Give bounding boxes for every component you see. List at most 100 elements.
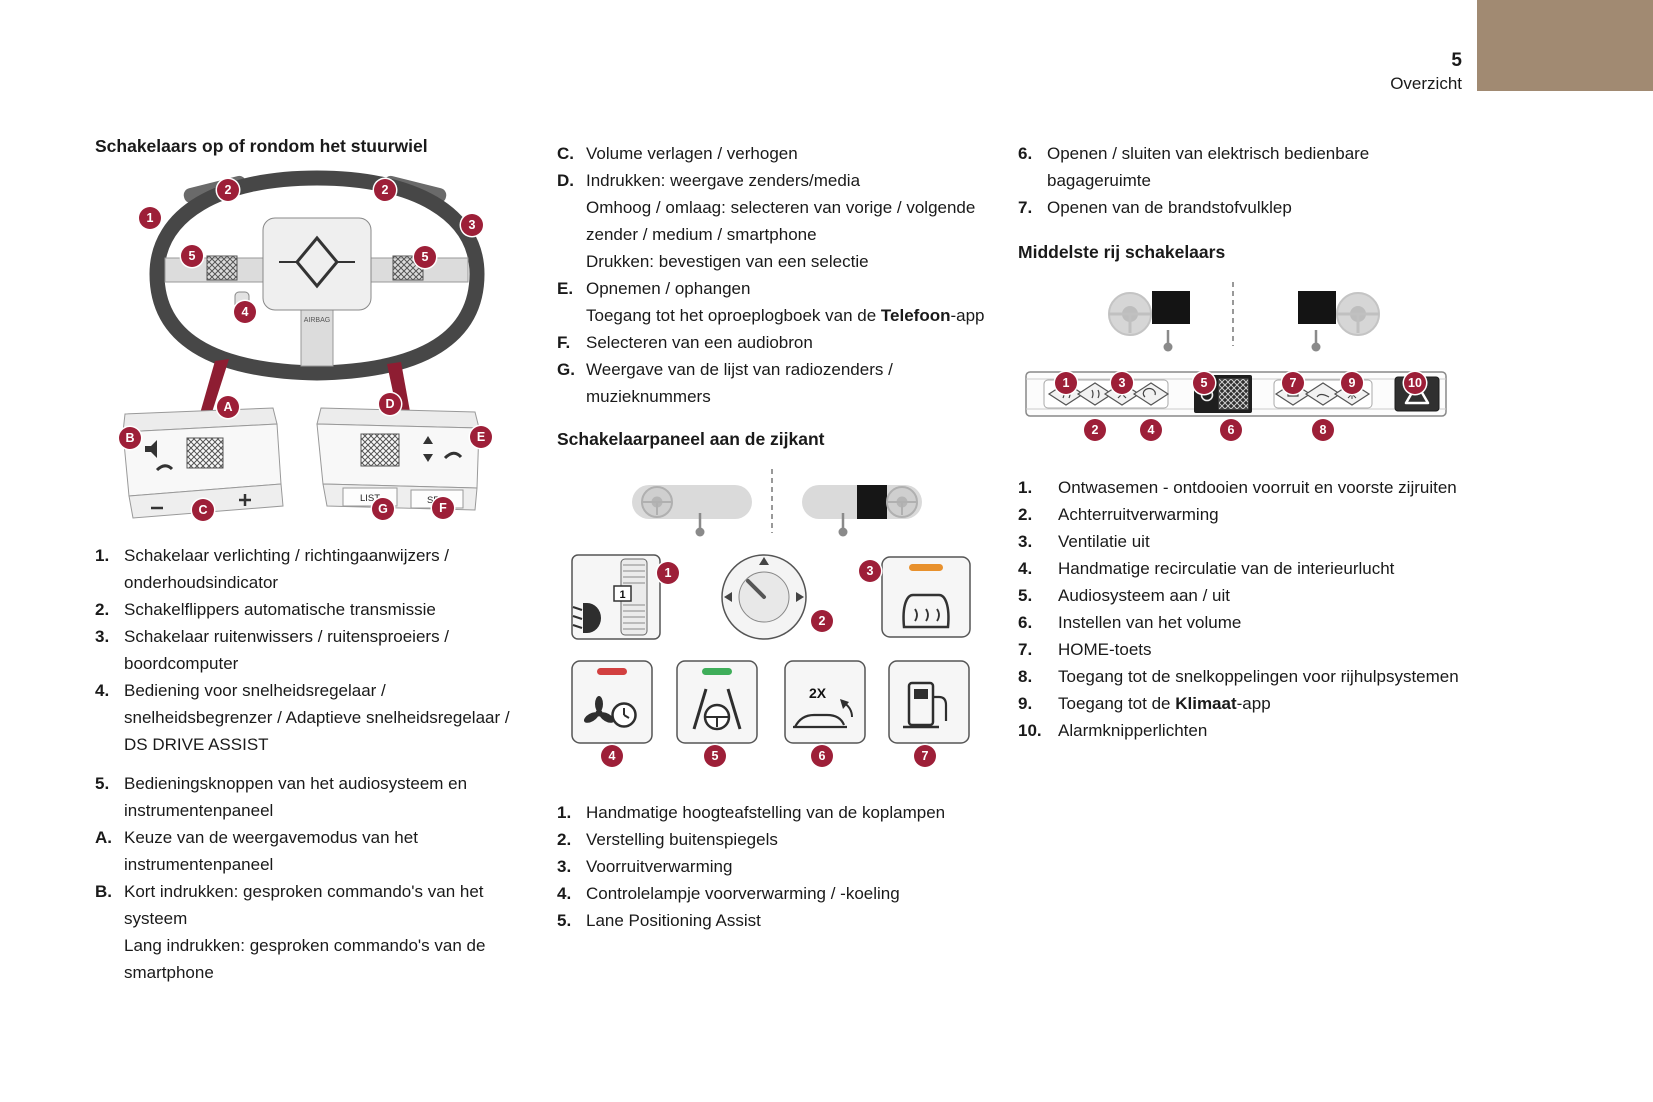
legend-item: 3.Ventilatie uit	[1018, 528, 1470, 555]
legend-item-label: 1.	[1018, 478, 1033, 497]
legend-item-text: Verstelling buitenspiegels	[586, 830, 778, 849]
legend-item: 1. Schakelaar verlichting / richtingaanwi…	[95, 542, 535, 596]
legend-item: 3.Voorruitverwarming	[557, 853, 995, 880]
callout-badge-E: E	[470, 426, 492, 448]
legend-item: 6. Openen / sluiten van elektrisch bedien…	[1018, 140, 1470, 194]
legend-item: 5.Bedieningsknoppen van het audiosysteem…	[95, 770, 535, 824]
list-button-label: LIST	[360, 493, 380, 504]
fuel-pump-icon	[903, 681, 948, 729]
airbag-label: AIRBAG	[304, 317, 330, 324]
callout-badge-2: 2	[217, 179, 239, 201]
wheel-spoke-bottom	[300, 305, 334, 367]
legend-item: 7.HOME-toets	[1018, 636, 1470, 663]
legend-item-label: 6.	[1018, 613, 1033, 632]
two-x-label: 2X	[809, 685, 827, 701]
legend-item-text: Ventilatie uit	[1058, 532, 1150, 551]
legend-item: 1. Ontwasemen - ontdooien voorruit en voo…	[1018, 474, 1470, 501]
clock-icon	[611, 702, 637, 728]
drive-position-left-icon	[1108, 291, 1190, 352]
callout-badge-4: 4	[1140, 419, 1162, 441]
legend-item-label: 6.	[1018, 144, 1033, 163]
callout-badge-6: 6	[1220, 419, 1242, 441]
legend-item: 5.Audiosysteem aan / uit	[1018, 582, 1470, 609]
volume-roller	[1218, 378, 1249, 410]
legend-item-label: 8.	[1018, 667, 1033, 686]
fuel-flap-button	[888, 660, 970, 744]
legend-column-right: 6. Openen / sluiten van elektrisch bedien…	[1018, 140, 1470, 744]
legend-item-text: Handmatige hoogteafstelling van de kopla…	[586, 803, 946, 822]
legend-item: A.Keuze van de weergavemodus van het ins…	[95, 824, 535, 878]
mirror-adjust-knob	[721, 554, 807, 640]
legend-item-text: Bedieningsknoppen van het audiosysteem e…	[124, 774, 468, 820]
control-pad	[186, 437, 224, 469]
legend-item: F. Selecteren van een audiobron	[557, 329, 995, 356]
right-wheel-pod: LIST SRC	[316, 407, 480, 511]
callout-badge-7: 7	[1282, 372, 1304, 394]
callout-badge-F: F	[432, 497, 454, 519]
wheel-hub	[262, 217, 372, 311]
callout-badge-3: 3	[859, 560, 881, 582]
leveling-position-label: 1	[619, 589, 625, 601]
legend-item: 4.Handmatige recirculatie van de interie…	[1018, 555, 1470, 582]
legend-item: 2.Schakelflippers automatische transmiss…	[95, 596, 535, 623]
page-corner-accent	[1477, 0, 1653, 91]
callout-badge-5: 5	[704, 745, 726, 767]
callout-badge-C: C	[192, 499, 214, 521]
side-panel-figure: 1	[557, 465, 995, 777]
legend-item-label: 1.	[95, 546, 110, 565]
car-icon	[793, 699, 854, 729]
scroll-arrows-icon	[423, 436, 433, 462]
steering-wheel-figure: AIRBAG	[95, 166, 535, 542]
legend-item-text: Toegang tot de Klimaat-app	[1058, 694, 1271, 713]
legend-item-label: B.	[95, 882, 112, 901]
legend-item: 2.Achterruitverwarming	[1018, 501, 1470, 528]
callout-badge-B: B	[119, 427, 141, 449]
legend-item: 3. Schakelaar ruitenwissers / ruitensproe…	[95, 623, 535, 677]
legend-item: 7.Openen van de brandstofvulklep	[1018, 194, 1470, 221]
legend-item-label: G.	[557, 360, 575, 379]
fan-icon	[583, 696, 615, 723]
callout-badge-4: 4	[234, 301, 256, 323]
thumb-pad-left	[206, 255, 238, 281]
mute-icon	[145, 440, 157, 458]
heated-windshield-button	[881, 556, 971, 638]
legend-item-text: Schakelaar verlichting / richtingaanwijz…	[124, 546, 450, 592]
callout-badge-5: 5	[181, 245, 203, 267]
mirror-selector-right-icon	[802, 485, 922, 537]
legend-item-label: A.	[95, 828, 112, 847]
legend-item-text: Schakelaar ruitenwissers / ruitensproeie…	[124, 627, 450, 673]
green-indicator	[702, 668, 732, 675]
legend-item-text: Schakelflippers automatische transmissie	[124, 600, 436, 619]
legend-item-label: F.	[557, 333, 571, 352]
legend-item-text: Openen / sluiten van elektrisch bedienba…	[1047, 144, 1370, 190]
callout-badge-4: 4	[601, 745, 623, 767]
lane-assist-icon	[692, 688, 742, 731]
legend-item-text: Ontwasemen - ontdooien voorruit en voors…	[1058, 478, 1457, 497]
callout-badge-G: G	[372, 498, 394, 520]
legend-item-label: 4.	[557, 884, 572, 903]
legend-item-text: Openen van de brandstofvulklep	[1047, 198, 1292, 217]
legend-item-text: Voorruitverwarming	[586, 857, 733, 876]
wheel-rim	[149, 170, 485, 381]
legend-list-wheel-numbers-cont: 6. Openen / sluiten van elektrisch bedien…	[1018, 140, 1470, 221]
legend-item: 4.Controlelampje voorverwarming / -koeli…	[557, 880, 995, 907]
legend-item-label: D.	[557, 171, 574, 190]
red-indicator	[597, 668, 627, 675]
callout-badge-A: A	[217, 396, 239, 418]
legend-item-text: Instellen van het volume	[1058, 613, 1242, 632]
callout-badge-2: 2	[1084, 419, 1106, 441]
volume-plus-icon	[239, 494, 251, 506]
legend-item-text: Selecteren van een audiobron	[586, 333, 813, 352]
legend-item: 6. Instellen van het volume	[1018, 609, 1470, 636]
section-heading-side-panel: Schakelaarpaneel aan de zijkant	[557, 429, 825, 449]
legend-item-label: 9.	[1018, 694, 1033, 713]
callout-badge-6: 6	[811, 745, 833, 767]
switch-strip	[1025, 371, 1447, 417]
legend-item-label: 4.	[95, 681, 110, 700]
legend-item-label: 3.	[95, 627, 110, 646]
